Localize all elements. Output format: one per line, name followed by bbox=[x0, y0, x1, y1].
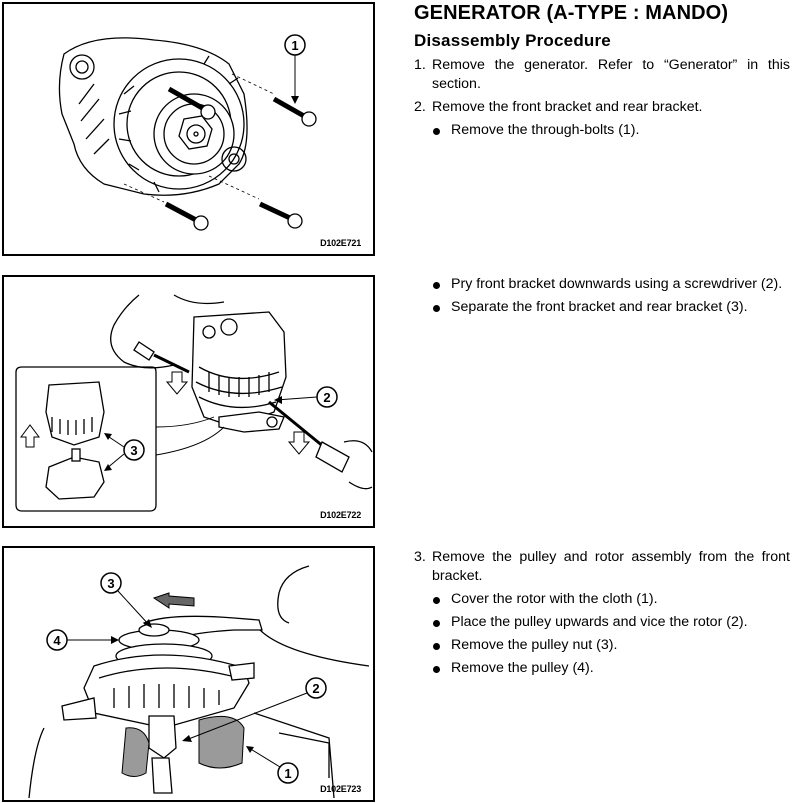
bullet-item: Pry front bracket downwards using a scre… bbox=[414, 275, 790, 294]
bullet-item: Place the pulley upwards and vice the ro… bbox=[414, 613, 790, 632]
callout-4: 4 bbox=[46, 629, 119, 651]
bullet-text: Remove the through-bolts (1). bbox=[451, 122, 640, 138]
bullet-item: Remove the pulley (4). bbox=[414, 659, 790, 678]
svg-text:3: 3 bbox=[107, 576, 114, 591]
bullet-item: Remove the pulley nut (3). bbox=[414, 636, 790, 655]
svg-text:3: 3 bbox=[130, 443, 137, 458]
step-text: Remove the front bracket and rear bracke… bbox=[432, 99, 703, 115]
callout-1: 1 bbox=[284, 34, 306, 104]
step-1: 1. Remove the generator. Refer to “Gener… bbox=[414, 56, 790, 94]
bullet-icon bbox=[433, 128, 440, 135]
callout-3: 3 bbox=[104, 433, 145, 471]
callout-2: 2 bbox=[182, 677, 327, 742]
bullet-item: Cover the rotor with the cloth (1). bbox=[414, 590, 790, 609]
step-2: 2. Remove the front bracket and rear bra… bbox=[414, 98, 790, 117]
through-bolt bbox=[258, 201, 303, 229]
step-number: 3. bbox=[414, 549, 426, 565]
bullet-item: Separate the front bracket and rear brac… bbox=[414, 298, 790, 317]
step-3: 3. Remove the pulley and rotor assembly … bbox=[414, 548, 790, 586]
svg-text:2: 2 bbox=[312, 681, 319, 696]
bullet-icon bbox=[433, 597, 440, 604]
svg-text:1: 1 bbox=[284, 766, 291, 781]
step-number: 1. bbox=[414, 57, 426, 73]
bullet-text: Separate the front bracket and rear brac… bbox=[451, 299, 748, 315]
bullet-icon bbox=[433, 620, 440, 627]
step-text: Remove the pulley and rotor assembly fro… bbox=[432, 549, 790, 584]
section-1-text: GENERATOR (A-TYPE : MANDO) Disassembly P… bbox=[414, 0, 790, 140]
bullet-icon bbox=[433, 282, 440, 289]
through-bolt bbox=[272, 96, 317, 127]
bullet-icon bbox=[433, 666, 440, 673]
bullet-icon bbox=[433, 643, 440, 650]
bullet-icon bbox=[433, 305, 440, 312]
generator-illustration-3: 3 4 2 1 bbox=[28, 565, 370, 799]
figure-through-bolts: 1 D102E721 bbox=[2, 2, 375, 256]
bullet-text: Cover the rotor with the cloth (1). bbox=[451, 591, 658, 607]
generator-illustration-2: 2 3 bbox=[15, 294, 373, 512]
figure-separate-brackets: 2 3 D102E722 bbox=[2, 275, 375, 528]
figure-remove-pulley: 3 4 2 1 D102E723 bbox=[2, 546, 375, 802]
step-number: 2. bbox=[414, 99, 426, 115]
svg-text:2: 2 bbox=[323, 390, 330, 405]
figure-code: D102E721 bbox=[320, 238, 361, 248]
section-3-text: 3. Remove the pulley and rotor assembly … bbox=[414, 544, 790, 678]
through-bolt bbox=[164, 201, 209, 231]
section-2-text: Pry front bracket downwards using a scre… bbox=[414, 271, 790, 317]
section-heading: Disassembly Procedure bbox=[414, 31, 611, 50]
figure-code: D102E723 bbox=[320, 784, 361, 794]
bullet-text: Remove the pulley (4). bbox=[451, 660, 594, 676]
generator-illustration-1: 1 bbox=[58, 34, 317, 231]
step-text: Remove the generator. Refer to “Generato… bbox=[432, 57, 790, 92]
callout-3: 3 bbox=[100, 572, 152, 628]
callout-1: 1 bbox=[246, 746, 299, 784]
svg-text:1: 1 bbox=[291, 38, 298, 53]
bullet-text: Pry front bracket downwards using a scre… bbox=[451, 276, 783, 292]
bullet-text: Place the pulley upwards and vice the ro… bbox=[451, 614, 748, 630]
figure-code: D102E722 bbox=[320, 510, 361, 520]
svg-text:4: 4 bbox=[53, 633, 61, 648]
callout-2: 2 bbox=[274, 386, 338, 408]
bullet-text: Remove the pulley nut (3). bbox=[451, 637, 618, 653]
bullet-item: Remove the through-bolts (1). bbox=[414, 121, 790, 140]
page-title: GENERATOR (A-TYPE : MANDO) bbox=[414, 2, 729, 24]
